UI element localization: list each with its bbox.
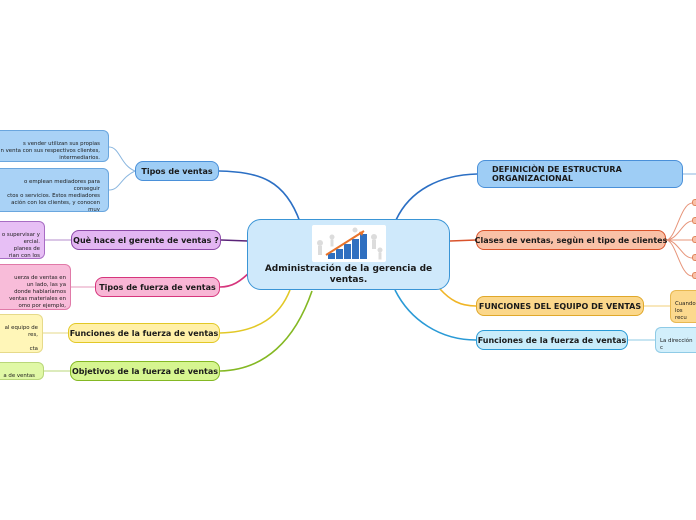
subtopic-clases-4[interactable] — [692, 254, 696, 261]
branch-label: Objetivos de la fuerza de ventas — [71, 366, 219, 376]
branch-tipos-de-fuerza-de-ventas[interactable]: Tipos de fuerza de ventas — [95, 277, 220, 297]
connector-tipos-ventas — [218, 170, 301, 223]
connector-clases-sub2 — [665, 220, 693, 241]
note-text: o supervisar y ercial. planes de rian co… — [1, 232, 40, 259]
connector-clases-sub5 — [665, 239, 693, 277]
connector-clases-sub1 — [665, 202, 693, 241]
note-text: a de ventas — [3, 373, 35, 380]
central-topic-title: Administración de la gerencia de ventas. — [264, 264, 433, 285]
branch-definicion-de-estructura-organizacional[interactable]: DEFINICIÒN DE ESTRUCTURA ORGANIZACIONAL — [477, 160, 683, 188]
branch-clases-de-ventas[interactable]: Clases de ventas, segùn el tipo de clien… — [474, 230, 668, 250]
branch-label: Funciones de la fuerza de ventas — [69, 328, 219, 338]
sales-growth-illustration — [312, 225, 386, 262]
branch-label: Clases de ventas, segùn el tipo de clien… — [474, 235, 668, 245]
branch-label: Tipos de ventas — [141, 166, 213, 176]
subtopic-clases-5[interactable] — [692, 272, 696, 279]
branch-funciones-de-la-fuerza-de-ventas-right[interactable]: Funciones de la fuerza de ventas — [476, 330, 628, 350]
branch-label: Què hace el gerente de ventas ? — [73, 235, 219, 245]
connector-funciones-fuerza — [219, 289, 291, 334]
branch-funciones-de-la-fuerza-de-ventas[interactable]: Funciones de la fuerza de ventas — [68, 323, 220, 343]
note-objetivos[interactable]: a de ventas — [0, 362, 44, 380]
branch-funciones-del-equipo-de-ventas[interactable]: FUNCIONES DEL EQUIPO DE VENTAS — [476, 296, 644, 316]
connector-funciones-fuerza-right — [394, 289, 477, 341]
central-topic[interactable]: Administración de la gerencia de ventas. — [247, 219, 450, 290]
connector-definicion — [395, 173, 478, 221]
connector-tipos-ventas-note1 — [108, 146, 136, 172]
note-text: al equipo de res, cta — [4, 325, 38, 353]
branch-que-hace-el-gerente[interactable]: Què hace el gerente de ventas ? — [71, 230, 221, 250]
connector-tipos-ventas-note2 — [108, 170, 136, 191]
note-tipos-ventas-2[interactable]: o emplean mediadores para conseguir ctos… — [0, 168, 109, 212]
note-funciones-fuerza[interactable]: al equipo de res, cta — [0, 314, 43, 353]
branch-label: FUNCIONES DEL EQUIPO DE VENTAS — [478, 301, 642, 311]
connector-clases — [449, 239, 477, 242]
connector-clases-sub4 — [665, 239, 693, 259]
connector-objetivos — [219, 290, 313, 372]
note-text: s vender utilizan sus propias n venta co… — [0, 141, 100, 162]
note-tipos-fuerza[interactable]: uerza de ventas en un lado, las ya donde… — [0, 264, 71, 310]
branch-label: Funciones de la fuerza de ventas — [477, 335, 627, 345]
note-funciones-fuerza-right[interactable]: La dirección c ventas y esta las funcion… — [655, 327, 696, 353]
note-text: Cuando los recu disponi product — [675, 301, 696, 322]
note-text: La dirección c ventas y esta las funcion… — [660, 338, 693, 352]
branch-label: Tipos de fuerza de ventas — [99, 282, 216, 292]
note-text: o emplean mediadores para conseguir ctos… — [7, 179, 100, 212]
note-funciones-equipo[interactable]: Cuando los recu disponi product — [670, 290, 696, 323]
branch-tipos-de-ventas[interactable]: Tipos de ventas — [135, 161, 219, 181]
subtopic-clases-1[interactable] — [692, 199, 696, 206]
note-gerente[interactable]: o supervisar y ercial. planes de rian co… — [0, 221, 45, 259]
note-text: uerza de ventas en un lado, las ya donde… — [9, 275, 66, 310]
connector-gerente — [220, 239, 249, 242]
branch-label: DEFINICIÒN DE ESTRUCTURA ORGANIZACIONAL — [492, 164, 622, 184]
note-tipos-ventas-1[interactable]: s vender utilizan sus propias n venta co… — [0, 130, 109, 162]
branch-objetivos-de-la-fuerza-de-ventas[interactable]: Objetivos de la fuerza de ventas — [70, 361, 220, 381]
connector-funciones-equipo — [439, 288, 477, 307]
subtopic-clases-3[interactable] — [692, 236, 696, 243]
subtopic-clases-2[interactable] — [692, 217, 696, 224]
